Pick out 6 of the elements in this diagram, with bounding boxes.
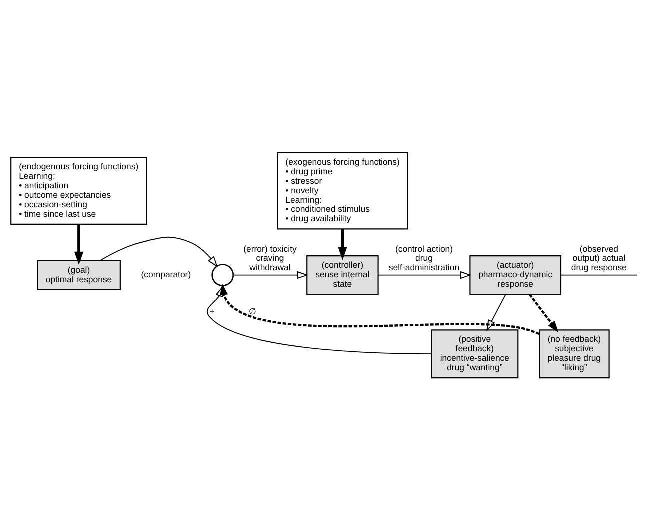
edge-label: + — [210, 306, 215, 316]
edge-label: (control action) drug self-administration — [388, 243, 460, 272]
edge-label: (error) toxicity craving withdrawal — [244, 243, 297, 272]
edge-label: ∅ — [249, 306, 257, 316]
edge-label: (observed output) actual drug response — [571, 243, 628, 272]
node-label: (comparator) — [141, 269, 192, 280]
